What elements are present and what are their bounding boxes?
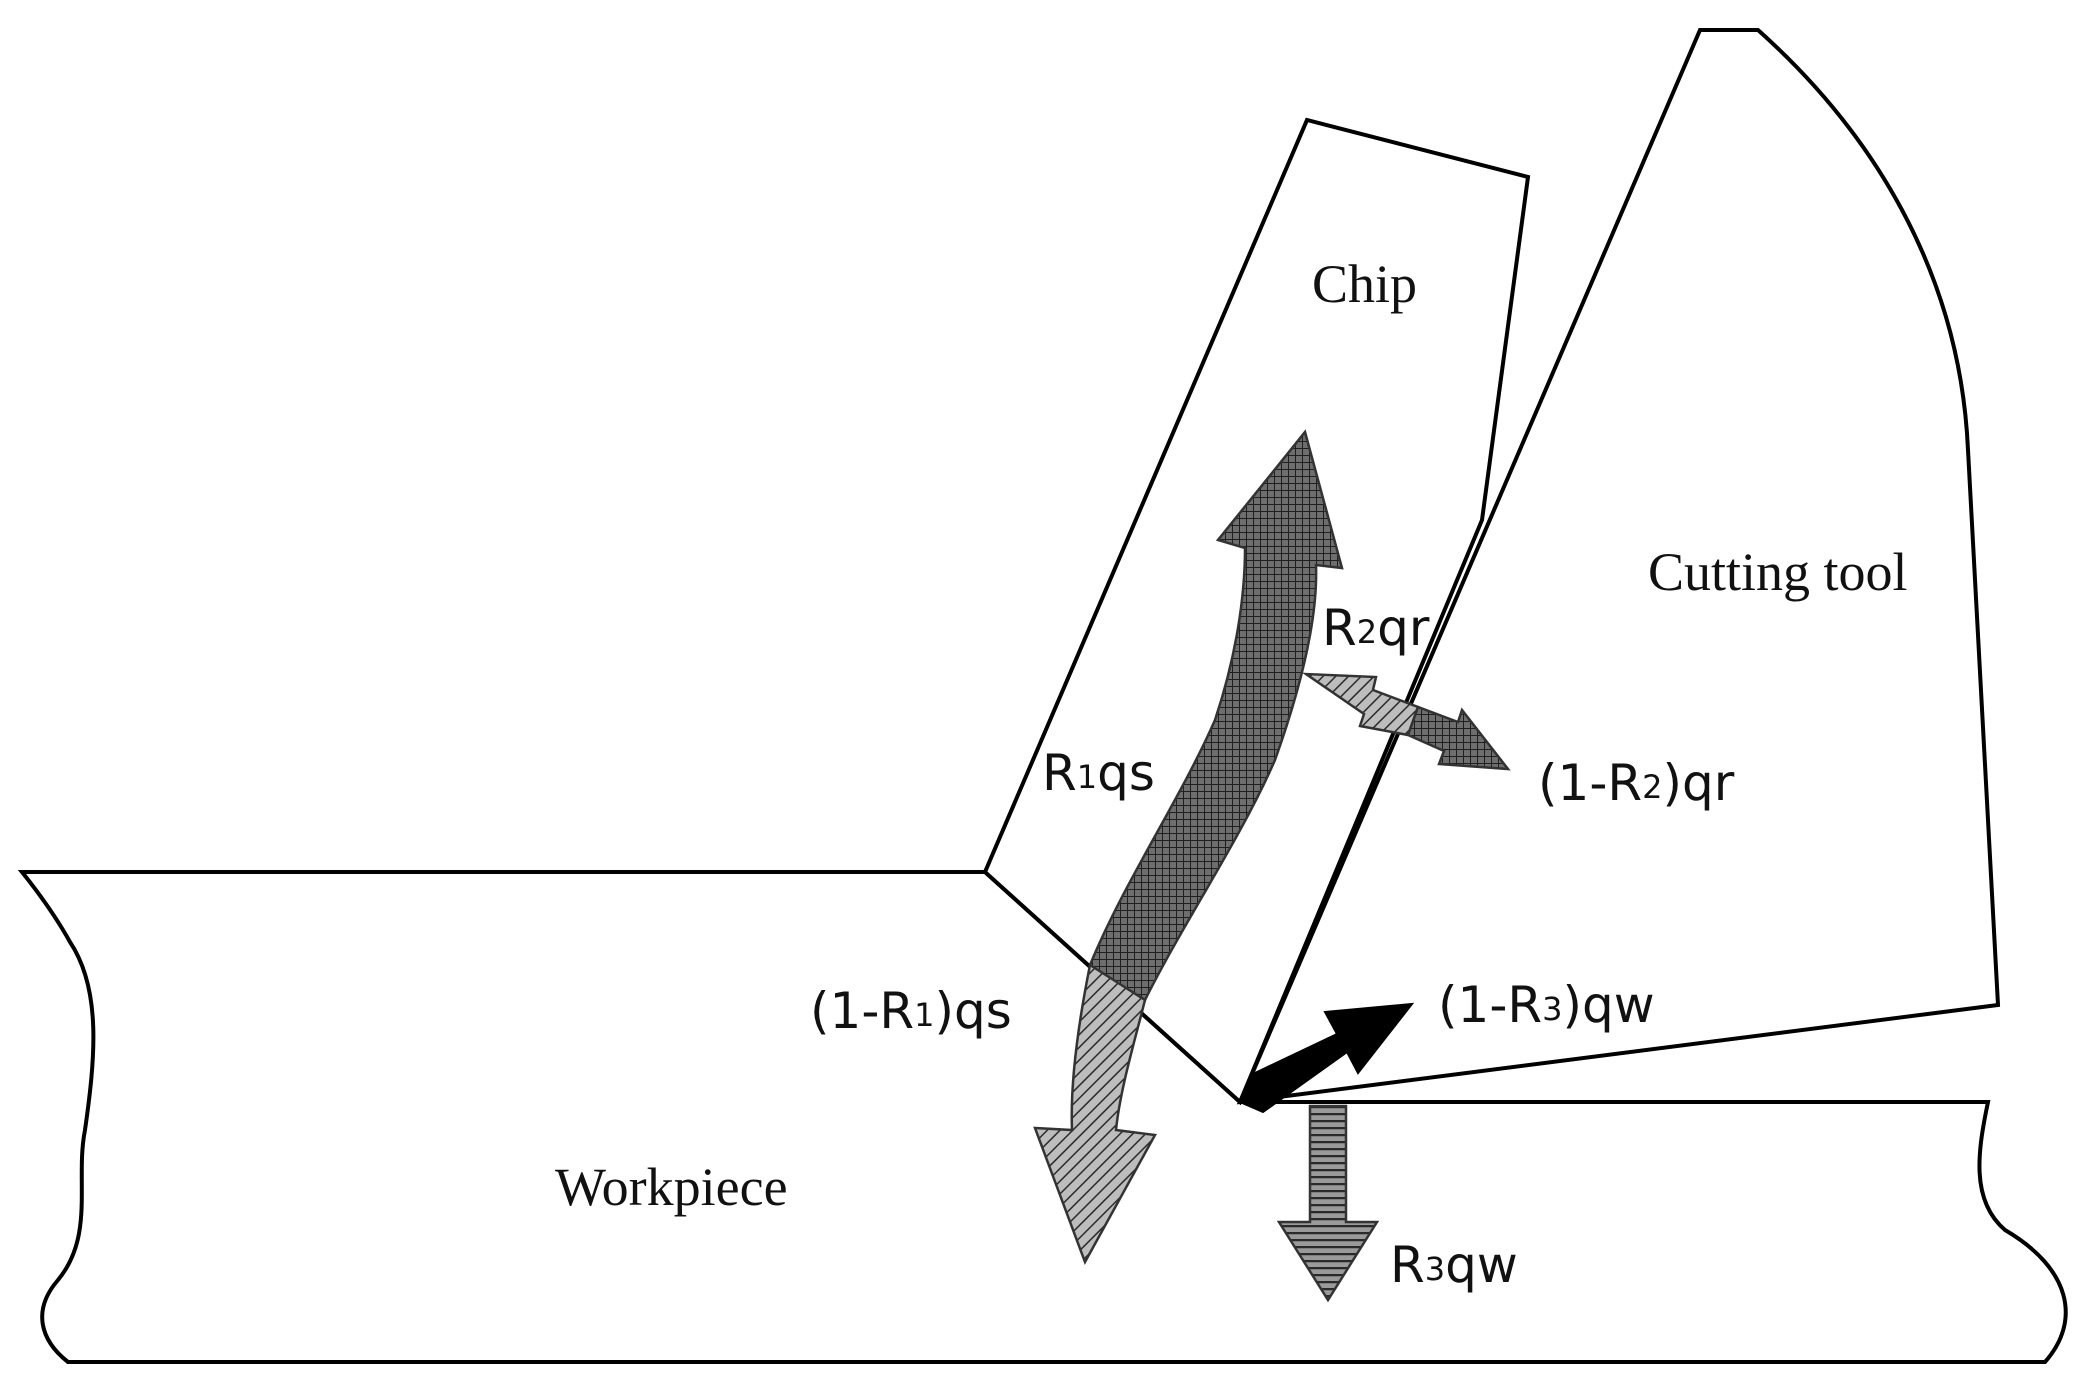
arrow-r2qr xyxy=(1301,672,1420,737)
arrow-one-minus-r3qw xyxy=(1238,1002,1415,1114)
workpiece-shape xyxy=(17,870,2068,1364)
arrow-one-minus-r1qs xyxy=(1033,962,1157,1265)
r3qw-label: R3qw xyxy=(1390,1236,1518,1294)
workpiece-label: Workpiece xyxy=(555,1157,788,1217)
one-minus-r2qr-label: (1-R2)qr xyxy=(1538,754,1735,812)
one-minus-r1qs-label: (1-R1)qs xyxy=(810,982,1012,1040)
arrow-r1qs xyxy=(1088,429,1344,1012)
r1qs-label: R1qs xyxy=(1042,744,1155,802)
one-minus-r3qw-label: (1-R3)qw xyxy=(1438,976,1655,1034)
cutting-tool-label: Cutting tool xyxy=(1648,542,1908,602)
cutting-tool-shape xyxy=(1236,28,2001,1105)
r2qr-label: R2qr xyxy=(1322,599,1430,657)
arrow-one-minus-r2qr xyxy=(1406,705,1511,771)
chip-label: Chip xyxy=(1312,254,1417,314)
arrow-r3qw xyxy=(1276,1104,1380,1303)
